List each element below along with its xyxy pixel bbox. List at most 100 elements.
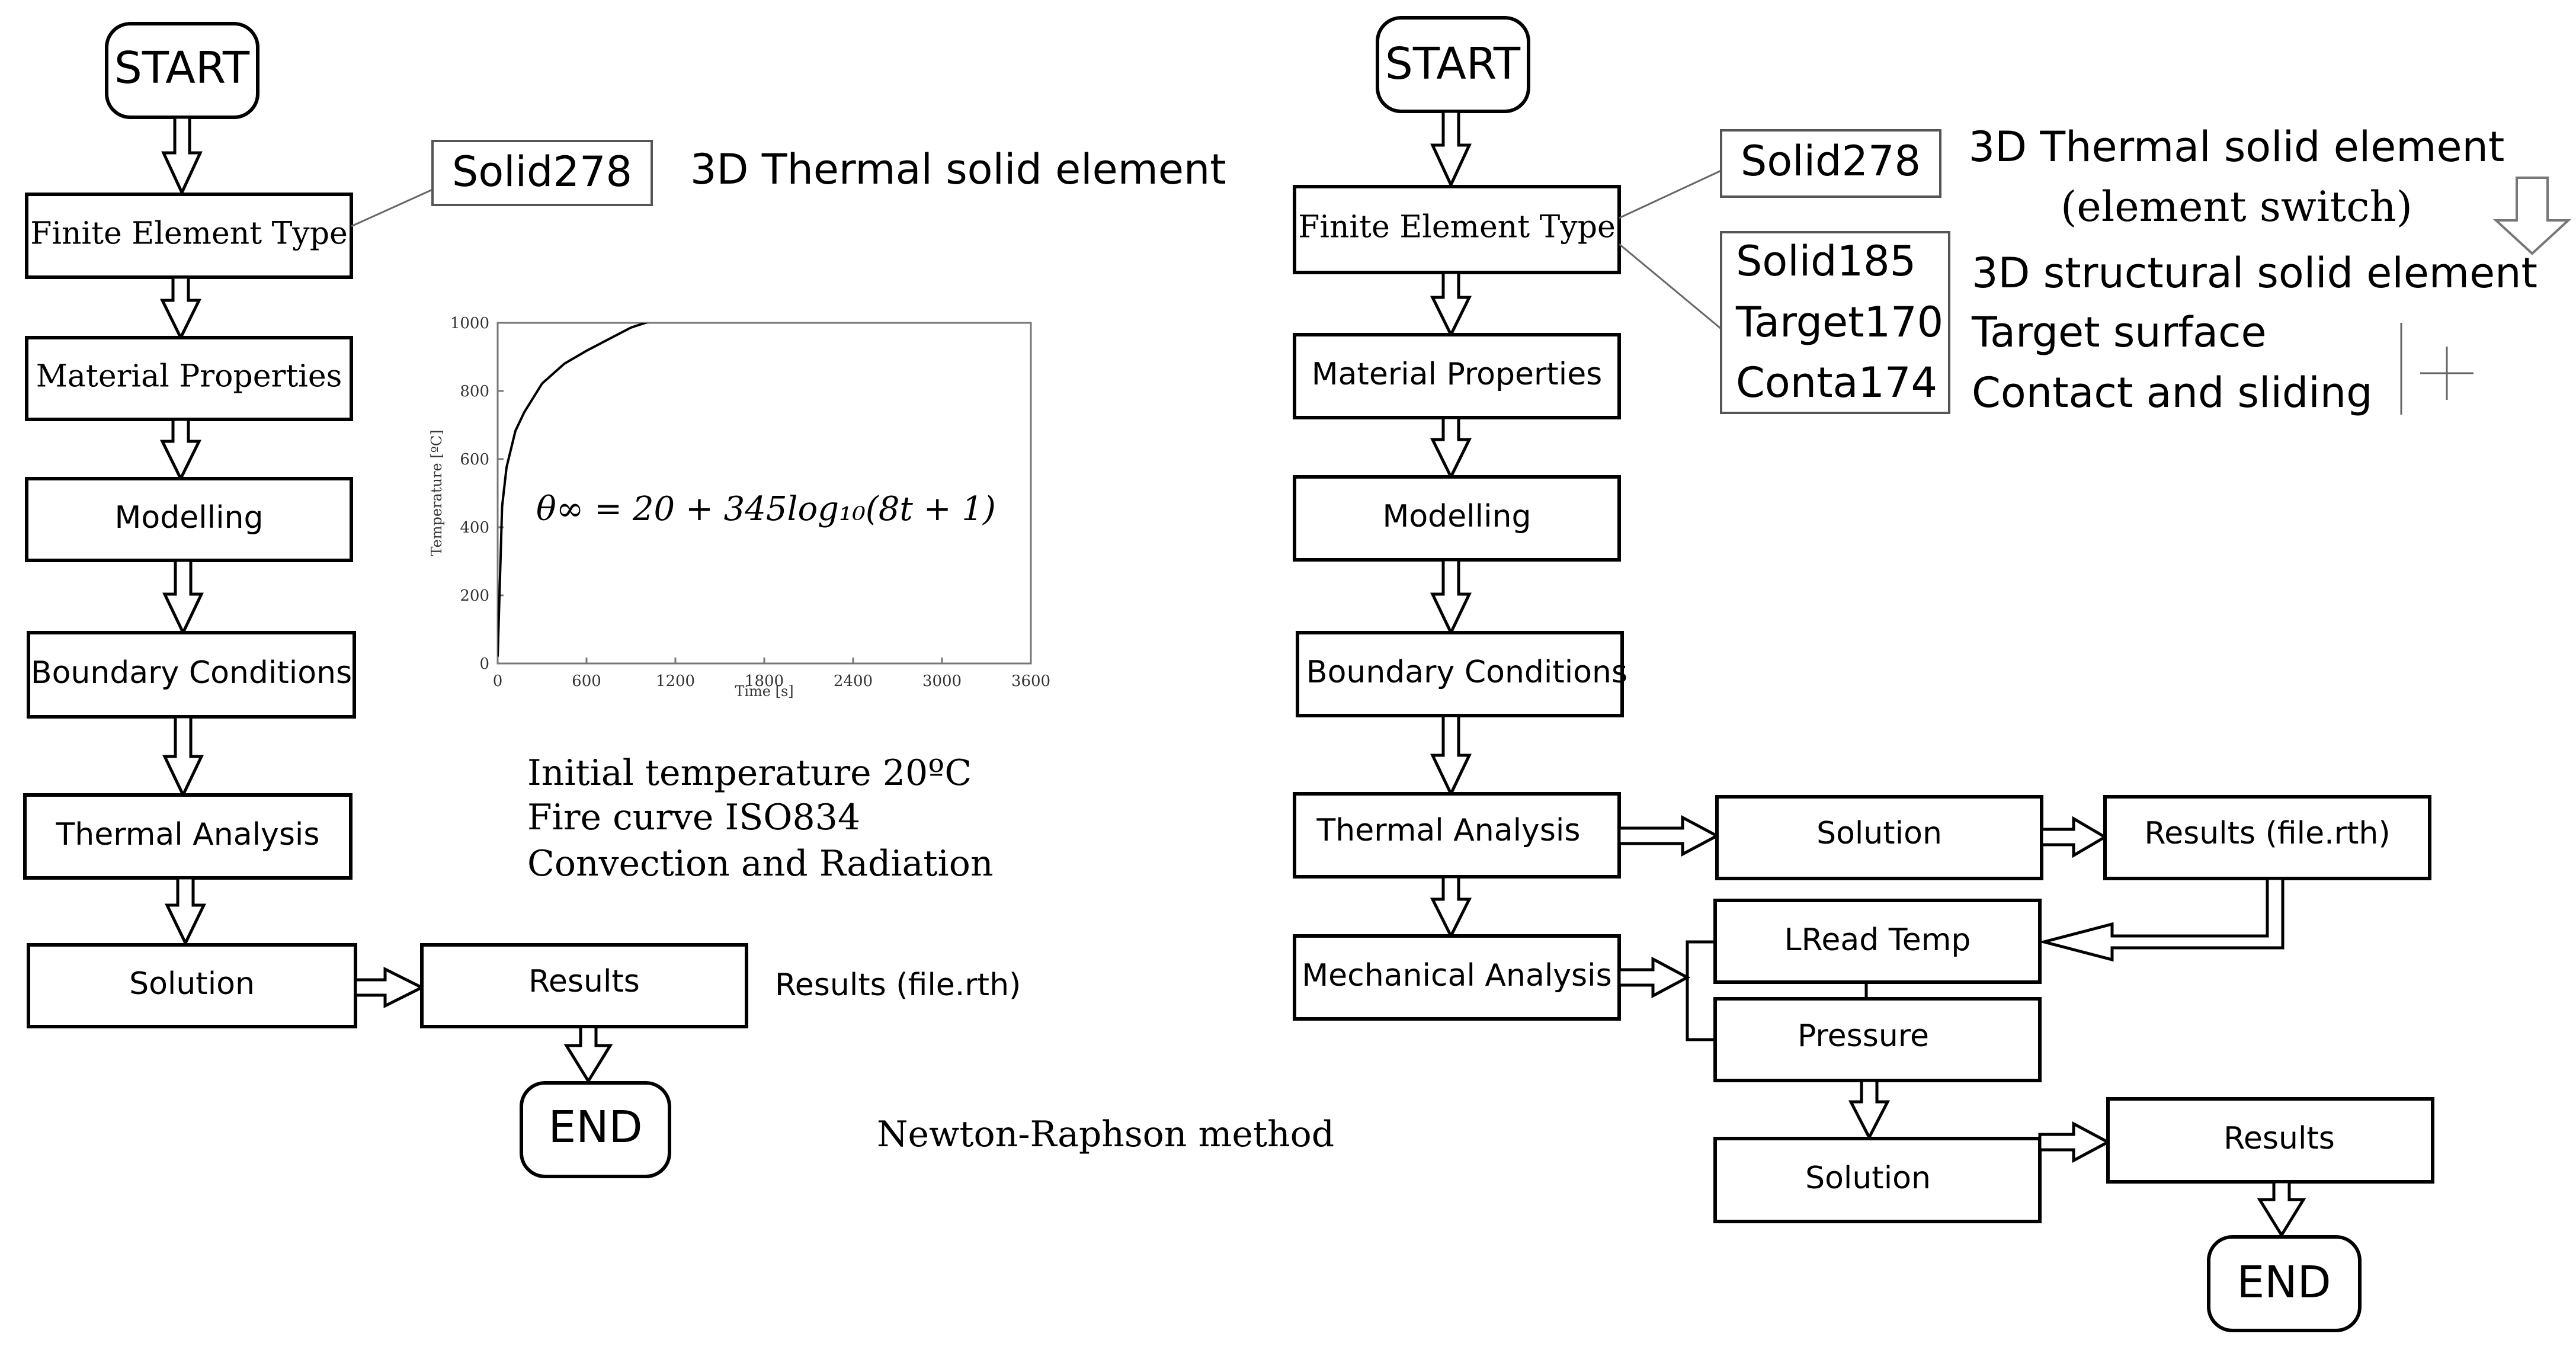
right-solid278-box bbox=[1720, 129, 1941, 198]
right-code-solid185: Solid185 bbox=[1736, 237, 1916, 286]
left-end-label: END bbox=[548, 1102, 642, 1153]
left-boundary-conditions-label: Boundary Conditions bbox=[31, 655, 352, 691]
left-solid278-box bbox=[431, 140, 653, 206]
right-mechanical-analysis-label: Mechanical Analysis bbox=[1302, 958, 1611, 993]
left-element-desc: 3D Thermal solid element bbox=[690, 145, 1226, 194]
element-switch-down-arrow-icon bbox=[2492, 177, 2572, 255]
chart-ytick-label: 400 bbox=[460, 519, 489, 537]
right-arrow-thermal-to-mechanical bbox=[1430, 875, 1472, 940]
right-end-node[interactable] bbox=[2207, 1235, 2362, 1332]
left-finite-element-type-label: Finite Element Type bbox=[30, 216, 348, 252]
right-start-label: START bbox=[1385, 39, 1521, 89]
chart-xtick-label: 1800 bbox=[745, 672, 784, 690]
left-results-box[interactable] bbox=[420, 943, 748, 1028]
left-finite-element-type-box[interactable] bbox=[25, 193, 353, 279]
right-boundary-conditions-label: Boundary Conditions bbox=[1306, 655, 1627, 690]
left-arrow-fet-to-material bbox=[159, 275, 202, 341]
right-desc-contact: Contact and sliding bbox=[1972, 368, 2373, 417]
chart-xtick-label: 3000 bbox=[922, 672, 962, 690]
left-arrow-results-to-end bbox=[563, 1025, 613, 1084]
right-pressure-box[interactable] bbox=[1713, 997, 2042, 1082]
left-arrow-boundary-to-thermal bbox=[162, 715, 204, 799]
right-arrow-modelling-to-boundary bbox=[1430, 558, 1472, 636]
left-note-initial-temperature: Initial temperature 20ºC bbox=[527, 752, 972, 794]
chart-ytick-label: 1000 bbox=[450, 315, 489, 332]
left-note-fire-curve: Fire curve ISO834 bbox=[527, 797, 860, 838]
chart-ylabel: Temperature [ºC] bbox=[428, 429, 445, 556]
left-end-node[interactable] bbox=[520, 1081, 671, 1178]
right-structural-codes-box bbox=[1720, 231, 1950, 414]
right-finite-element-type-label: Finite Element Type bbox=[1298, 210, 1616, 245]
right-arrow-thermal-to-solution bbox=[1617, 815, 1720, 857]
left-thermal-analysis-label: Thermal Analysis bbox=[56, 817, 320, 852]
right-material-properties-box[interactable] bbox=[1293, 333, 1621, 419]
right-desc-structural: 3D structural solid element bbox=[1972, 249, 2537, 297]
chart-ytick-label: 800 bbox=[460, 383, 489, 400]
right-modelling-box[interactable] bbox=[1293, 475, 1621, 562]
right-arrow-results-rth-to-lread bbox=[2038, 877, 2285, 962]
chart-xtick-label: 2400 bbox=[834, 672, 873, 690]
left-method-text: Newton-Raphson method bbox=[877, 1114, 1334, 1155]
left-arrow-modelling-to-boundary bbox=[162, 559, 204, 636]
right-code-target170: Target170 bbox=[1735, 298, 1943, 347]
right-arrow-results-to-end bbox=[2257, 1180, 2306, 1238]
right-arrow-solution-to-results bbox=[2038, 1121, 2112, 1163]
right-pressure-label: Pressure bbox=[1798, 1018, 1929, 1054]
chart-xtick-label: 3600 bbox=[1011, 672, 1050, 690]
left-note-convection-radiation: Convection and Radiation bbox=[527, 843, 993, 884]
chart-ytick-label: 600 bbox=[460, 451, 489, 469]
right-mechanical-bracket bbox=[1686, 940, 1715, 1041]
right-arrow-solution-to-results-rth bbox=[2040, 816, 2108, 858]
chart-line-series bbox=[498, 323, 649, 657]
chart-equation: θ∞ = 20 + 345log₁₀(8t + 1) bbox=[536, 490, 996, 528]
right-desc-target: Target surface bbox=[1971, 308, 2267, 357]
right-mechanical-solution-label: Solution bbox=[1805, 1160, 1931, 1196]
left-solid278-label: Solid278 bbox=[452, 148, 632, 196]
right-arrow-pressure-to-solution bbox=[1848, 1079, 1891, 1141]
right-arrow-start-to-fet bbox=[1430, 110, 1472, 188]
left-results-file-text: Results (file.rth) bbox=[775, 967, 1021, 1003]
right-lread-temp-label: LRead Temp bbox=[1784, 922, 1971, 958]
chart-ytick-label: 200 bbox=[460, 587, 489, 605]
left-modelling-label: Modelling bbox=[115, 500, 264, 536]
chart-ytick-label: 0 bbox=[479, 655, 489, 673]
right-code-conta174: Conta174 bbox=[1736, 358, 1937, 407]
right-arrow-fet-to-material bbox=[1430, 271, 1472, 338]
right-finite-element-type-box[interactable] bbox=[1293, 185, 1621, 274]
right-element-switch-label: (element switch) bbox=[2061, 182, 2412, 231]
right-flowchart: START Finite Element Type Solid278 3D Th… bbox=[1293, 16, 2572, 1332]
left-flowchart: START Finite Element Type Solid278 3D Th… bbox=[23, 22, 1334, 1178]
right-results-rth-box[interactable] bbox=[2103, 795, 2431, 880]
left-material-properties-box[interactable] bbox=[25, 336, 353, 421]
left-solid278-connector bbox=[351, 188, 433, 227]
right-mechanical-analysis-box[interactable] bbox=[1293, 934, 1621, 1021]
left-start-label: START bbox=[114, 43, 250, 94]
right-results-rth-label: Results (file.rth) bbox=[2144, 816, 2390, 851]
right-results-label: Results bbox=[2223, 1121, 2335, 1156]
right-arrow-boundary-to-thermal bbox=[1430, 714, 1472, 797]
chart-xlabel: Time [s] bbox=[735, 683, 793, 700]
right-material-properties-label: Material Properties bbox=[1312, 357, 1603, 392]
right-structural-connector bbox=[1619, 243, 1722, 330]
left-results-label: Results bbox=[528, 964, 640, 999]
left-solution-label: Solution bbox=[129, 966, 255, 1002]
left-material-properties-label: Material Properties bbox=[36, 359, 342, 395]
chart-xtick-label: 600 bbox=[572, 672, 601, 690]
right-lread-temp-box[interactable] bbox=[1713, 899, 2042, 984]
right-mechanical-solution-box[interactable] bbox=[1713, 1137, 2042, 1223]
right-thermal-analysis-label: Thermal Analysis bbox=[1316, 813, 1581, 848]
left-arrow-start-to-fet bbox=[161, 116, 203, 196]
right-solid278-label: Solid278 bbox=[1741, 137, 1921, 185]
left-arrow-thermal-to-solution bbox=[165, 876, 206, 947]
chart-xtick-label: 0 bbox=[493, 672, 503, 690]
right-results-box[interactable] bbox=[2106, 1097, 2434, 1184]
right-thermal-solution-box[interactable] bbox=[1715, 795, 2043, 880]
left-arrow-solution-to-results bbox=[354, 966, 425, 1009]
right-arrow-mechanical-to-bracket bbox=[1617, 956, 1691, 999]
right-modelling-label: Modelling bbox=[1383, 499, 1531, 534]
right-thermal-solution-label: Solution bbox=[1816, 816, 1942, 851]
right-arrow-material-to-modelling bbox=[1430, 416, 1472, 480]
